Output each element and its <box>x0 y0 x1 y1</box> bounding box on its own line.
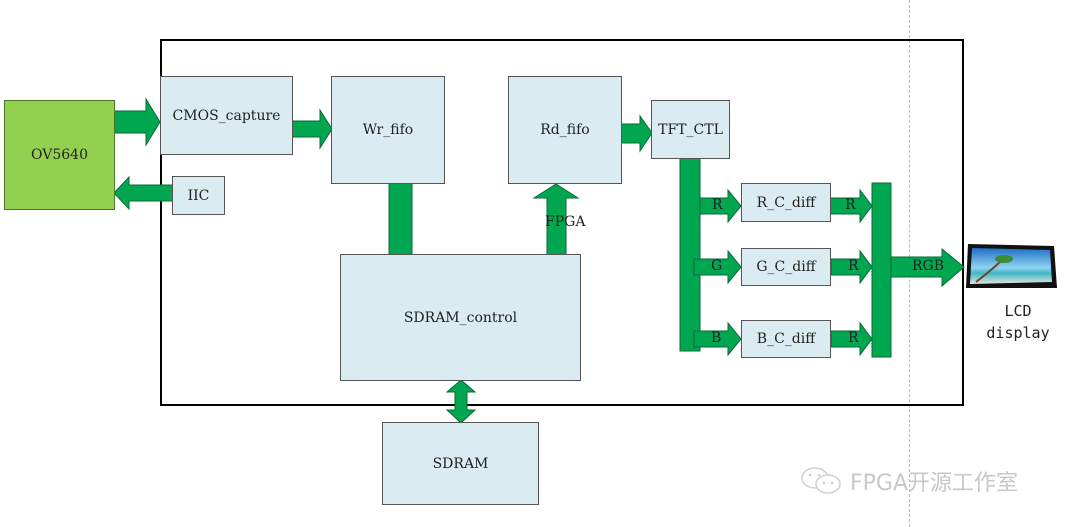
wechat-icon <box>801 467 841 494</box>
b-out-label: R <box>848 330 859 346</box>
cmos-capture-label: CMOS_capture <box>172 107 281 124</box>
sensor-block: OV5640 <box>4 100 115 210</box>
cmos-capture-block: CMOS_capture <box>160 76 293 155</box>
sdram-control-block: SDRAM_control <box>340 254 581 381</box>
rgb-label: RGB <box>912 258 945 274</box>
watermark: FPGA开源工作室 <box>800 465 1018 497</box>
lcd-caption-line2: display <box>986 324 1050 342</box>
rgb-bus <box>871 182 892 358</box>
g-c-diff-block: G_C_diff <box>741 248 831 286</box>
lcd-caption-line1: LCD <box>1004 302 1032 320</box>
sensor-label: OV5640 <box>31 147 88 163</box>
wr-fifo-label: Wr_fifo <box>362 122 414 138</box>
r-c-diff-block: R_C_diff <box>741 183 831 222</box>
rd-fifo-label: Rd_fifo <box>540 122 590 138</box>
sdram-block: SDRAM <box>382 422 539 505</box>
r-out-label: R <box>845 197 856 213</box>
lcd-display-icon <box>966 244 1057 288</box>
sdram-control-label: SDRAM_control <box>403 309 518 326</box>
rd-fifo-block: Rd_fifo <box>508 76 622 184</box>
iic-label: IIC <box>187 187 210 204</box>
g-in-label: G <box>711 258 723 274</box>
watermark-text: FPGA开源工作室 <box>850 471 1019 496</box>
r-c-diff-label: R_C_diff <box>756 194 816 211</box>
wr-fifo-block: Wr_fifo <box>331 76 445 184</box>
arrow-sdram-bidir <box>445 379 477 424</box>
b-c-diff-label: B_C_diff <box>756 331 816 347</box>
b-c-diff-block: B_C_diff <box>741 320 831 358</box>
sdram-label: SDRAM <box>432 455 489 472</box>
arrow-r-out <box>828 188 873 224</box>
b-in-label: B <box>711 330 722 346</box>
arrow-sensor-to-capture <box>113 97 161 147</box>
fpga-boundary <box>160 39 964 406</box>
arrow-capture-to-wrfifo <box>291 108 333 150</box>
tft-ctl-block: TFT_CTL <box>651 100 730 159</box>
arrow-b-out <box>830 321 873 357</box>
g-out-label: R <box>848 258 859 274</box>
arrow-rgb-to-lcd <box>890 247 965 288</box>
tft-bus <box>679 157 701 352</box>
tft-ctl-label: TFT_CTL <box>658 121 723 138</box>
lcd-caption: LCD display <box>968 300 1068 344</box>
rd-arrow-label: FPGA <box>545 214 586 230</box>
iic-block: IIC <box>172 176 225 215</box>
r-in-label: R <box>712 197 723 213</box>
arrow-g-in <box>693 249 742 285</box>
arrow-b-in <box>693 321 742 357</box>
arrow-g-out <box>830 249 873 285</box>
arrow-iic-to-sensor <box>113 175 174 211</box>
g-c-diff-label: G_C_diff <box>756 259 816 275</box>
arrow-r-in <box>699 188 742 224</box>
